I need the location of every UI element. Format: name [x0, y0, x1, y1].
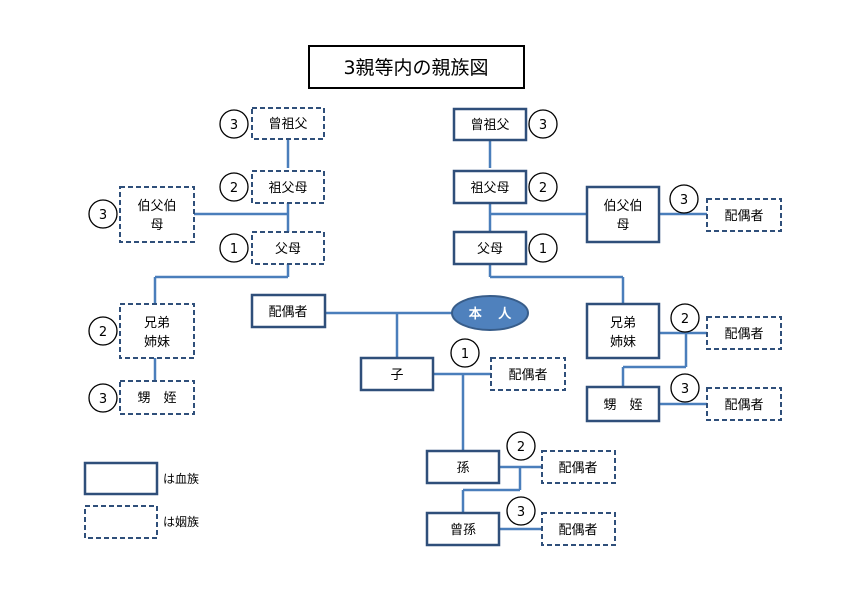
node-r-parents-label: 父母	[477, 242, 503, 257]
legend-blood-swatch	[83, 461, 159, 496]
node-l-nephew-niece-label: 甥 姪	[137, 391, 176, 406]
node-grandchild-label: 孫	[456, 461, 469, 476]
degree-great-grandchild: 3	[506, 496, 536, 526]
degree-l-siblings-text: 2	[99, 325, 107, 340]
node-great-grandchild: 曾孫	[425, 511, 501, 547]
node-great-grandchild-spouse: 配偶者	[541, 512, 616, 546]
node-r-nephew-niece-spouse: 配偶者	[706, 387, 782, 421]
degree-l-nephew-niece: 3	[88, 383, 118, 413]
degree-grandchild: 2	[506, 431, 536, 461]
degree-great-grandchild-text: 3	[517, 505, 525, 520]
degree-l-parents: 1	[219, 233, 249, 263]
node-l-parents: 父母	[251, 231, 325, 265]
node-l-uncle-aunt-label-2: 母	[150, 218, 163, 233]
degree-l-nephew-niece-text: 3	[99, 392, 107, 407]
node-spouse: 配偶者	[250, 293, 327, 329]
degree-r-uncle-aunt: 3	[669, 184, 699, 214]
legend-marriage-label: は姻族	[163, 514, 199, 529]
degree-r-great-grandparent-text: 3	[539, 118, 547, 133]
degree-grandchild-text: 2	[517, 440, 525, 455]
node-grandchild-spouse: 配偶者	[541, 450, 616, 484]
node-r-siblings-spouse-label: 配偶者	[724, 327, 763, 342]
node-l-siblings-label-1: 兄弟	[144, 316, 170, 331]
legend-marriage: は姻族	[84, 505, 199, 539]
degree-l-grandparent: 2	[219, 172, 249, 202]
degree-r-parents: 1	[528, 233, 558, 263]
node-great-grandchild-label: 曾孫	[450, 523, 476, 538]
node-l-nephew-niece: 甥 姪	[119, 380, 195, 415]
node-r-grandparent: 祖父母	[452, 169, 528, 205]
connector-lines	[153, 139, 707, 531]
degree-l-great-grandparent-text: 3	[230, 118, 238, 133]
degree-r-nephew-niece: 3	[670, 373, 700, 403]
node-r-great-grandparent-label: 曾祖父	[470, 118, 509, 133]
degree-r-nephew-niece-text: 3	[681, 382, 689, 397]
legend-blood-label: は血族	[163, 472, 199, 486]
node-l-siblings-label-2: 姉妹	[144, 335, 170, 350]
node-r-nephew-niece-spouse-label: 配偶者	[724, 398, 763, 413]
degree-r-grandparent-text: 2	[539, 181, 547, 196]
degree-l-grandparent-text: 2	[230, 181, 238, 196]
diagram-title: 3親等内の親族図	[308, 45, 525, 89]
node-r-great-grandparent: 曾祖父	[452, 107, 528, 142]
node-r-siblings-spouse: 配偶者	[706, 316, 782, 350]
node-r-uncle-aunt-label-1: 伯父伯	[603, 199, 642, 214]
node-r-grandparent-label: 祖父母	[470, 181, 509, 196]
degree-r-parents-text: 1	[539, 242, 547, 257]
degree-r-grandparent: 2	[528, 172, 558, 202]
node-spouse-label: 配偶者	[268, 305, 307, 320]
node-l-great-grandparent: 曾祖父	[251, 107, 325, 140]
degree-l-uncle-aunt-text: 3	[99, 208, 107, 223]
degree-r-siblings: 2	[670, 303, 700, 333]
degree-l-siblings: 2	[88, 316, 118, 346]
degree-r-great-grandparent: 3	[528, 109, 558, 139]
degree-l-uncle-aunt: 3	[88, 199, 118, 229]
degree-l-parents-text: 1	[230, 242, 238, 257]
node-r-siblings: 兄弟 姉妹	[585, 302, 661, 360]
node-l-parents-label: 父母	[275, 242, 301, 257]
degree-child: 1	[450, 338, 480, 368]
node-l-siblings: 兄弟 姉妹	[119, 303, 195, 359]
node-r-uncle-aunt-spouse: 配偶者	[706, 198, 782, 232]
node-great-grandchild-spouse-label: 配偶者	[558, 523, 597, 538]
node-grandchild-spouse-label: 配偶者	[558, 461, 597, 476]
node-child-spouse: 配偶者	[490, 357, 566, 391]
diagram-title-text: 3親等内の親族図	[343, 57, 488, 79]
node-l-uncle-aunt: 伯父伯 母	[119, 186, 195, 243]
node-child-spouse-label: 配偶者	[508, 368, 547, 383]
degree-r-siblings-text: 2	[681, 312, 689, 327]
node-r-parents: 父母	[452, 230, 528, 266]
degree-l-great-grandparent: 3	[219, 109, 249, 139]
degree-child-text: 1	[461, 347, 469, 362]
node-self-label: 本 人	[469, 306, 518, 322]
node-l-grandparent: 祖父母	[251, 170, 325, 204]
node-self: 本 人	[451, 295, 529, 331]
node-r-uncle-aunt-spouse-label: 配偶者	[724, 209, 763, 224]
node-r-nephew-niece-label: 甥 姪	[603, 398, 642, 413]
node-r-uncle-aunt: 伯父伯 母	[585, 185, 661, 244]
degree-r-uncle-aunt-text: 3	[680, 193, 688, 208]
node-child: 子	[359, 356, 435, 392]
node-r-nephew-niece: 甥 姪	[585, 385, 661, 423]
node-r-siblings-label-2: 姉妹	[610, 335, 636, 350]
legend-blood: は血族	[83, 461, 199, 496]
node-child-label: 子	[390, 368, 403, 383]
node-l-great-grandparent-label: 曾祖父	[268, 117, 307, 132]
node-l-uncle-aunt-label-1: 伯父伯	[137, 199, 176, 214]
legend-marriage-swatch	[84, 505, 158, 539]
legend: は血族 は姻族	[83, 461, 199, 539]
node-l-grandparent-label: 祖父母	[268, 181, 307, 196]
node-grandchild: 孫	[425, 449, 501, 485]
node-r-siblings-label-1: 兄弟	[610, 316, 636, 331]
node-r-uncle-aunt-label-2: 母	[616, 218, 629, 233]
